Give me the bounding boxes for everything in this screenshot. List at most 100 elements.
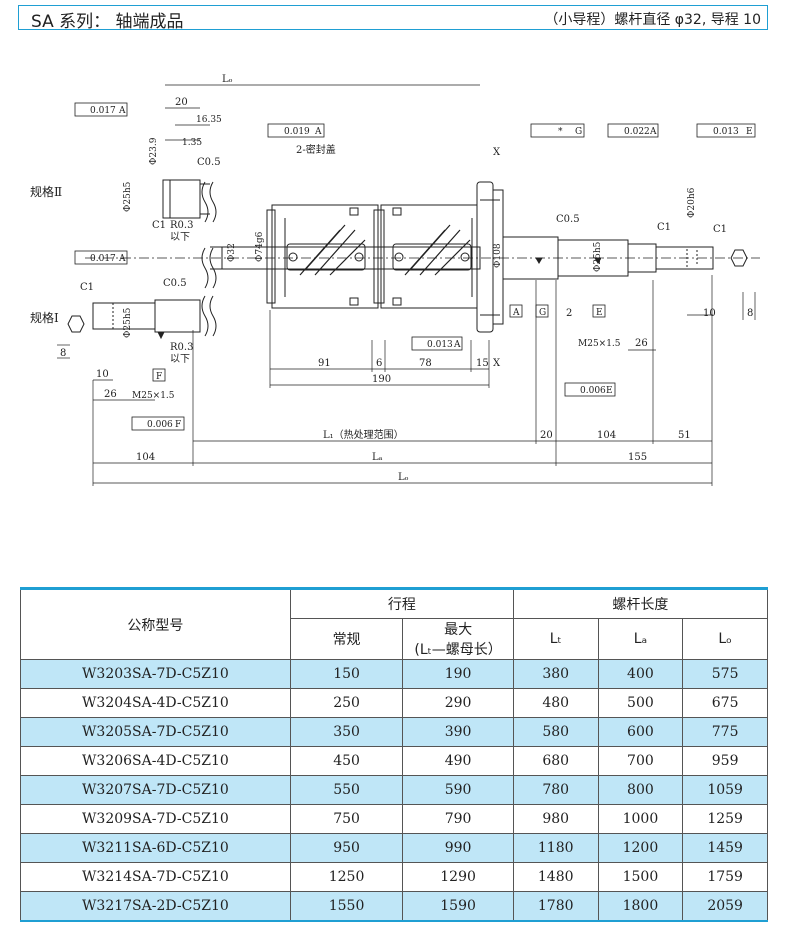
header-normal: 常规 [289, 618, 404, 660]
cell-model: W3211SA-6D-C5Z10 [20, 833, 291, 863]
tol-1-ref: A [118, 106, 126, 116]
thread-label-right: M25×1.5 [578, 339, 621, 349]
cell-lo: 575 [682, 659, 768, 689]
section-x-bottom: X [493, 358, 501, 369]
tol-2-value: 0.017 [90, 254, 116, 264]
datum-e: E [596, 308, 603, 318]
phi20h6-label: Φ20h6 [687, 187, 697, 218]
tol-3-value: 0.019 [284, 127, 310, 137]
cell-max: 1590 [402, 891, 514, 922]
phi74-label: Φ74g6 [255, 231, 265, 262]
under-label-a: 以下 [170, 232, 190, 243]
cell-lo: 1459 [682, 833, 768, 863]
cell-la: 1000 [597, 804, 684, 834]
header-lt: Lₜ [512, 618, 599, 660]
lt-label: L₁（热处理范围） [323, 428, 404, 441]
tol-6-value: 0.013 [713, 127, 739, 137]
dim-51: 51 [678, 430, 691, 441]
tol-8-ref: E [606, 386, 613, 396]
cell-la: 400 [597, 659, 684, 689]
cell-lo: 959 [682, 746, 768, 776]
lo-top-label: Lₒ [222, 74, 233, 85]
dim-10-left: 10 [96, 369, 109, 380]
dim-15: 15 [476, 358, 489, 369]
cell-lt: 980 [512, 804, 599, 834]
page-header: SA 系列： 轴端成品 （小导程）螺杆直径 φ32, 导程 10 [18, 5, 768, 32]
section-x-top: X [493, 147, 501, 158]
cell-normal: 150 [289, 659, 404, 689]
cell-lt: 680 [512, 746, 599, 776]
chamfer-c1-b: C1 [80, 282, 94, 293]
cell-la: 1500 [597, 862, 684, 892]
phi25h5-b-label: Φ25h5 [123, 307, 133, 338]
tol-5-value: 0.022 [624, 127, 650, 137]
tol-1-value: 0.017 [90, 106, 116, 116]
cell-max: 1290 [402, 862, 514, 892]
cell-max: 490 [402, 746, 514, 776]
right-shaft-end [502, 236, 714, 280]
phi239-label: Φ23.9 [149, 137, 159, 165]
cell-lo: 1759 [682, 862, 768, 892]
cell-lo: 775 [682, 717, 768, 747]
seal-label: 2-密封盖 [296, 143, 336, 156]
phi108-label: Φ108 [493, 243, 503, 268]
header-stroke: 行程 [289, 588, 514, 619]
dim-104-right: 104 [597, 430, 616, 441]
cell-max: 790 [402, 804, 514, 834]
hex-end-right [730, 249, 748, 267]
dim-20: 20 [175, 97, 188, 108]
tol-4-ref: G [575, 127, 582, 137]
chamfer-c05-b: C0.5 [163, 278, 187, 289]
dim-6: 6 [376, 358, 382, 369]
left-shaft-spec1 [92, 295, 217, 340]
dim-78: 78 [419, 358, 432, 369]
dim-10-right: 10 [703, 308, 716, 319]
dim-26-left: 26 [104, 389, 117, 400]
phi25h5-c-label: Φ25h5 [593, 241, 603, 272]
dim-1-35: 1.35 [182, 138, 202, 148]
phi25h5-a-label: Φ25h5 [123, 181, 133, 212]
cell-lt: 780 [512, 775, 599, 805]
header-max-line2: (Lₜ—螺母长） [414, 642, 502, 658]
header-max: 最大 (Lₜ—螺母长） [402, 618, 514, 660]
spec1-label: 规格Ⅰ [30, 310, 59, 325]
thread-label-left: M25×1.5 [132, 391, 175, 401]
chamfer-c1-a: C1 [152, 220, 166, 231]
dim-26-right: 26 [635, 338, 648, 349]
dim-8-right: 8 [747, 308, 753, 319]
tol-7-value: 0.013 [427, 340, 453, 350]
cell-la: 600 [597, 717, 684, 747]
header-lo: Lₒ [682, 618, 768, 660]
dim-155: 155 [628, 452, 647, 463]
spec2-label: 规格Ⅱ [30, 184, 62, 199]
la-label: Lₐ [372, 452, 383, 463]
cell-lt: 580 [512, 717, 599, 747]
tol-9-value: 0.006 [147, 420, 173, 430]
header-screw-length: 螺杆长度 [512, 588, 769, 619]
cell-normal: 450 [289, 746, 404, 776]
tol-6-ref: E [746, 127, 753, 137]
tol-5-ref: A [649, 127, 657, 137]
tol-7-ref: A [453, 340, 461, 350]
cell-lt: 1180 [512, 833, 599, 863]
cell-la: 700 [597, 746, 684, 776]
dim-8-left: 8 [60, 348, 66, 359]
cell-normal: 550 [289, 775, 404, 805]
cell-lt: 480 [512, 688, 599, 718]
cell-lt: 1780 [512, 891, 599, 922]
left-shaft-spec2 [162, 179, 217, 223]
radius-label-b: R0.3 [170, 342, 193, 353]
header-la: Lₐ [597, 618, 684, 660]
dim-16-35: 16.35 [196, 115, 222, 125]
cell-la: 500 [597, 688, 684, 718]
cell-normal: 350 [289, 717, 404, 747]
cell-model: W3217SA-2D-C5Z10 [20, 891, 291, 922]
chamfer-c05-c: C0.5 [556, 214, 580, 225]
